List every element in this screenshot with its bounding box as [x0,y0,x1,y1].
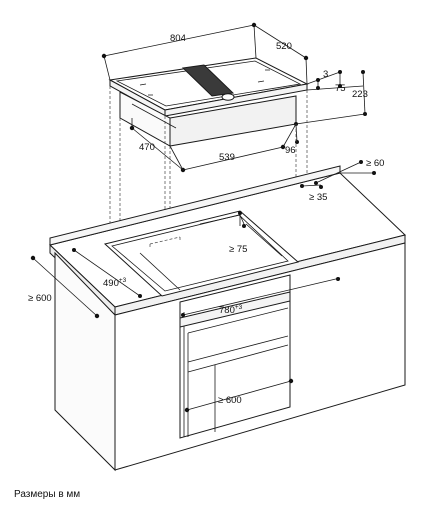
label-worktop-depth: ≥ 600 [28,293,52,304]
label-back-clearance: ≥ 60 [366,158,384,169]
cutout-width-value: 780 [219,305,235,316]
label-hob-width: 804 [170,33,186,44]
cutout-width-tolerance: +3 [235,304,243,311]
hob-drawing [108,57,309,147]
label-hob-depth: 520 [276,41,292,52]
label-cutout-depth: 490+3 [103,277,127,289]
hob-dimensions [101,22,367,173]
label-box-height: 96 [285,145,296,156]
label-box-depth: 470 [139,142,155,153]
units-caption: Размеры в мм [14,489,81,500]
label-glass-thickness: 75 [335,83,346,94]
label-glass-offset: 3 [323,69,328,80]
label-cabinet-width: ≥ 600 [218,395,242,406]
label-cutout-width: 780+3 [219,304,243,316]
label-side-clearance: ≥ 75 [229,244,247,255]
label-box-width: 539 [219,152,235,163]
cutout-depth-tolerance: +3 [119,277,127,284]
cabinet-dimensions [30,160,376,413]
label-total-height: 223 [352,89,368,100]
cutout-depth-value: 490 [103,278,119,289]
cabinet-drawing [48,165,407,472]
dimension-labels: 804 520 3 75 223 470 539 96 ≥ 60 ≥ 35 ≥ … [28,33,384,406]
label-cutout-front-offset: ≥ 35 [309,192,327,203]
